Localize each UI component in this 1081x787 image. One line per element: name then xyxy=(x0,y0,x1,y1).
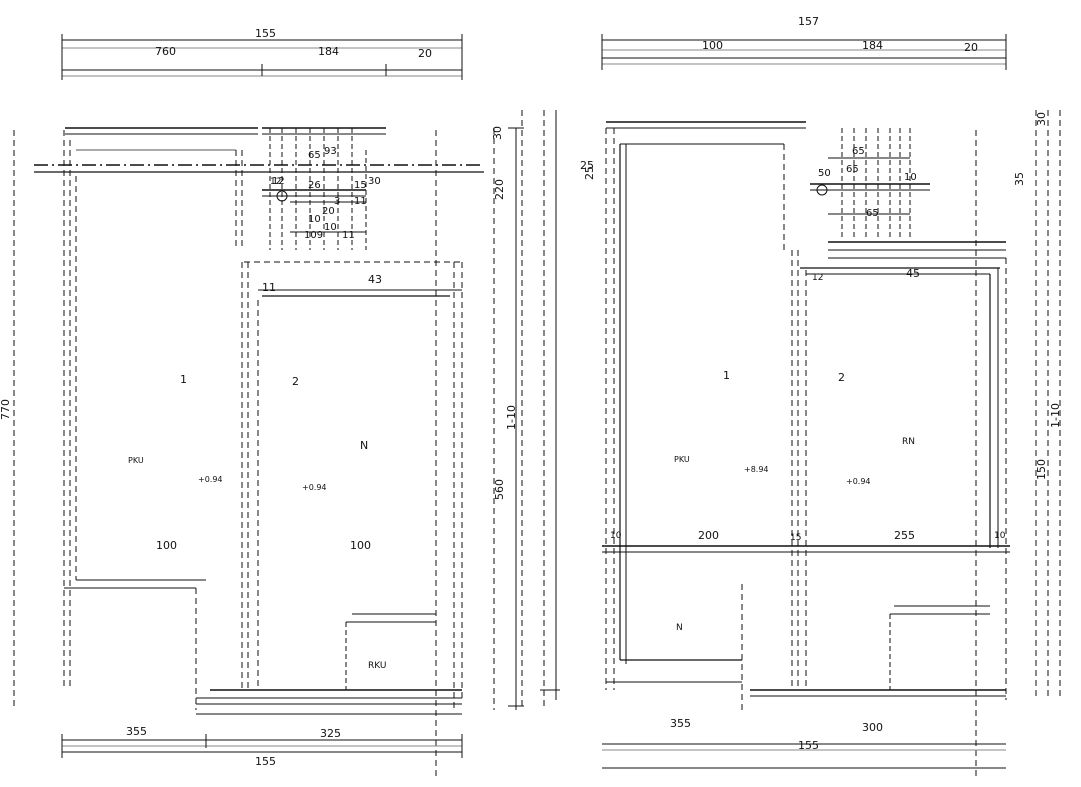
right-dim-15: 15 xyxy=(790,533,802,543)
left-stair-label-5: 30 xyxy=(368,176,381,187)
left-top-dim-b: 184 xyxy=(318,45,339,58)
right-stair-label-3: 10 xyxy=(904,172,917,183)
left-room-number-2: 2 xyxy=(292,375,299,388)
stair-block-left xyxy=(262,128,367,250)
right-top-dim-b: 184 xyxy=(862,39,883,52)
right-right-dim-d: 150 xyxy=(1035,459,1048,480)
left-stair-label-6: 10 xyxy=(308,214,321,225)
left-room-number-1: 1 xyxy=(180,373,187,386)
left-right-dim-c: 1-10 xyxy=(505,405,518,430)
left-elevation-1: +0.94 xyxy=(198,475,223,484)
right-right-dim-c: 1-10 xyxy=(1049,403,1062,428)
left-dim-room1-width: 100 xyxy=(156,539,177,552)
left-bottom-dim-overall: 155 xyxy=(255,755,276,768)
right-elevation-2: +0.94 xyxy=(846,477,871,486)
right-room-number-2: 2 xyxy=(838,371,845,384)
left-bottom-dim-a: 355 xyxy=(126,725,147,738)
left-top-dim-overall: 155 xyxy=(255,27,276,40)
left-elevation-2: +0.94 xyxy=(302,483,327,492)
right-dim-45: 45 xyxy=(906,267,920,280)
left-right-dim-a: 30 xyxy=(491,126,504,140)
right-dim-room1-width: 200 xyxy=(698,529,719,542)
right-tag-pku: PKU xyxy=(674,455,690,464)
left-vertical-dim-main: 770 xyxy=(0,399,12,420)
left-stair-label-8: 109 xyxy=(304,230,324,241)
right-dim-10b: 10 xyxy=(994,531,1006,541)
right-plan-geometry xyxy=(601,34,1061,780)
right-stair-label-5: 50 xyxy=(818,168,831,179)
right-tag-rn: RN xyxy=(902,437,915,447)
left-right-dim-d: 560 xyxy=(493,479,506,500)
right-dim-12: 12 xyxy=(812,273,824,283)
left-stair-label-11: 11 xyxy=(354,196,367,207)
left-plan-geometry xyxy=(13,34,560,780)
right-dim-room2-width: 255 xyxy=(894,529,915,542)
right-bottom-dim-a: 355 xyxy=(670,717,691,730)
right-tag-n: N xyxy=(676,623,683,633)
left-dim-12: 12 xyxy=(270,177,282,187)
right-right-dim-b: 35 xyxy=(1013,172,1026,186)
right-dim-10a: 10 xyxy=(610,531,622,541)
left-stair-label-1: 65 xyxy=(308,150,321,161)
left-tag-n: N xyxy=(360,439,369,452)
left-stair-label-12: 3 xyxy=(334,196,341,207)
right-bottom-dim-b: 300 xyxy=(862,721,883,734)
left-bottom-dim-b: 325 xyxy=(320,727,341,740)
right-stair-label-4: 65 xyxy=(846,164,859,175)
left-stair-label-13: 10 xyxy=(324,222,337,233)
right-room-number-1: 1 xyxy=(723,369,730,382)
left-stair-label-4: 15 xyxy=(354,180,367,191)
stair-block-right xyxy=(810,128,930,240)
right-stair-label-2: 65 xyxy=(866,208,879,219)
right-bottom-dim-overall: 155 xyxy=(798,739,819,752)
left-stair-label-7: 20 xyxy=(322,206,335,217)
left-stair-label-2: 93 xyxy=(324,146,337,157)
right-top-dim-c: 20 xyxy=(964,41,978,54)
left-tag-pku: PKU xyxy=(128,456,144,465)
left-right-dim-b: 220 xyxy=(493,179,506,200)
left-stair-label-10: 12 xyxy=(272,176,285,187)
left-top-dim-a: 760 xyxy=(155,45,176,58)
left-dim-small: 11 xyxy=(262,281,276,294)
left-dim-room2-width: 100 xyxy=(350,539,371,552)
right-stair-label-1: 65 xyxy=(852,146,865,157)
left-tag-rku: RKU xyxy=(368,661,387,671)
left-dim-43: 43 xyxy=(368,273,382,286)
left-stair-label-9: 11 xyxy=(342,230,355,241)
right-top-dim-overall: 157 xyxy=(798,15,819,28)
right-left-dim: 25 xyxy=(583,166,596,180)
left-stair-label-3: 26 xyxy=(308,180,321,191)
right-dim-25: 25 xyxy=(580,159,594,172)
left-top-dim-c: 20 xyxy=(418,47,432,60)
right-top-dim-a: 100 xyxy=(702,39,723,52)
right-elevation-1: +8.94 xyxy=(744,465,769,474)
right-right-dim-a: 30 xyxy=(1035,112,1048,126)
